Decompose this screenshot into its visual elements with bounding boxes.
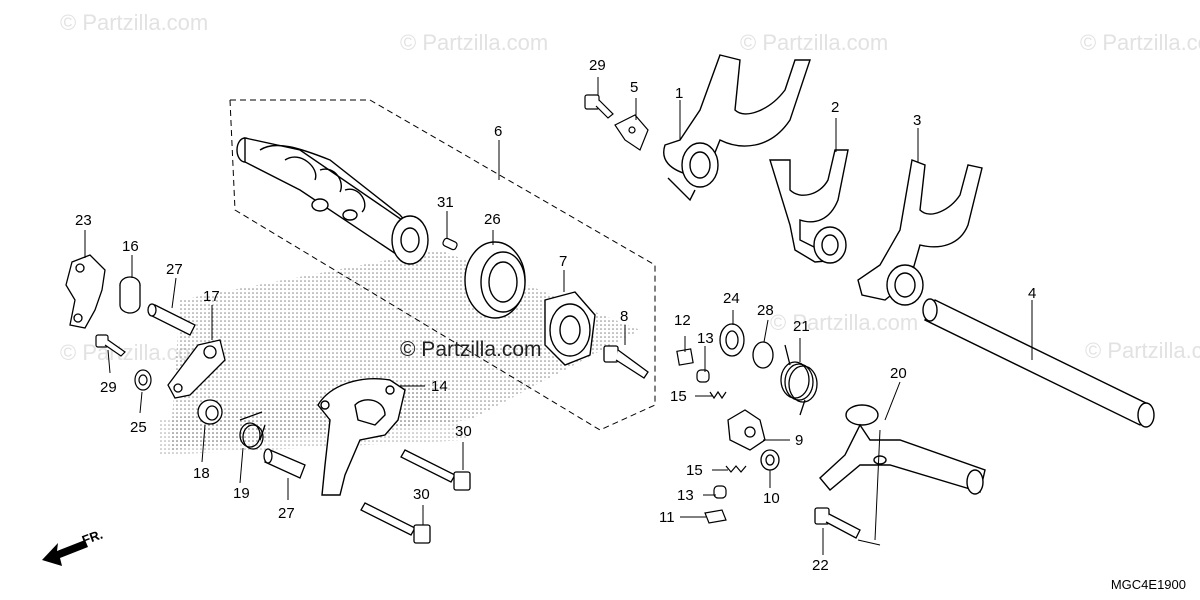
- spring-15-low: [725, 465, 747, 473]
- part-label: 8: [620, 308, 628, 325]
- part-label: 30: [413, 486, 430, 503]
- part-label: 6: [494, 123, 502, 140]
- part-label: 28: [757, 302, 774, 319]
- plate-11: [704, 509, 727, 524]
- bearing: [464, 241, 526, 319]
- part-label: 22: [812, 557, 829, 574]
- part-label: 2: [831, 99, 839, 116]
- part-label: 16: [122, 238, 139, 255]
- collar-18: [197, 399, 223, 425]
- pin-27-low: [263, 448, 306, 479]
- part-label: 9: [795, 432, 803, 449]
- pawl-plunger-low: [713, 485, 727, 499]
- arm-17: [167, 339, 226, 399]
- return-spring-21: [780, 344, 818, 416]
- part-label: 1: [675, 85, 683, 102]
- plate-23: [65, 254, 106, 329]
- watermark: © Partzilla.com: [740, 30, 889, 55]
- watermark: © Partzilla.com: [400, 30, 549, 55]
- shift-fork-2: [769, 149, 849, 264]
- bolt-8: [603, 345, 649, 379]
- center-watermark: © Partzilla.com: [400, 338, 542, 361]
- watermark: © Partzilla.com: [1080, 30, 1200, 55]
- part-label: 14: [431, 378, 448, 395]
- front-direction-arrow-icon: FR.: [42, 527, 105, 566]
- part-label: 29: [589, 57, 606, 74]
- shift-drum: [236, 137, 429, 265]
- part-label: 27: [278, 505, 295, 522]
- collar-10: [760, 449, 780, 471]
- part-label: 19: [233, 485, 250, 502]
- part-labels: 1 2 3 4 5 6 7 8 9 10 11 12 13 13 14 15 1…: [75, 57, 1036, 574]
- part-label: 15: [686, 462, 703, 479]
- circlip-28: [752, 341, 774, 369]
- return-spring-19: [239, 411, 266, 450]
- stopper-arm: [727, 409, 766, 451]
- plate-5: [614, 114, 649, 151]
- part-label: 23: [75, 212, 92, 229]
- bolt-29-top: [584, 94, 614, 119]
- collar-16: [119, 276, 141, 314]
- washer-24: [719, 323, 745, 357]
- bolt-29-left: [95, 334, 126, 357]
- part-label: 17: [203, 288, 220, 305]
- spring-15-top: [709, 390, 727, 400]
- bolt-30-top: [400, 449, 471, 491]
- part-label: 11: [659, 509, 675, 526]
- part-label: 7: [559, 253, 567, 270]
- shading-region: [170, 250, 640, 450]
- watermark: © Partzilla.com: [60, 10, 209, 35]
- part-label: 31: [437, 194, 454, 211]
- pawl-plunger-top: [696, 369, 710, 383]
- front-direction-label: FR.: [80, 527, 105, 548]
- shift-fork-1: [663, 54, 811, 202]
- part-label: 4: [1028, 285, 1036, 302]
- watermark: © Partzilla.com: [770, 310, 919, 335]
- assembly-outline: [229, 99, 656, 431]
- part-label: 5: [630, 79, 638, 96]
- part-label: 21: [793, 318, 810, 335]
- part-label: 10: [763, 490, 780, 507]
- gearshift-spindle: [819, 404, 986, 495]
- part-label: 26: [484, 211, 501, 228]
- drum-center: [544, 291, 596, 366]
- part-label: 20: [890, 365, 907, 382]
- part-label: 24: [723, 290, 740, 307]
- leader-lines: [84, 77, 1033, 555]
- part-label: 13: [677, 487, 694, 504]
- part-label: 27: [166, 261, 183, 278]
- fork-shaft: [922, 298, 1155, 428]
- watermark: © Partzilla.com: [1085, 338, 1200, 363]
- ratchet-guide: [676, 348, 694, 366]
- part-label: 18: [193, 465, 210, 482]
- part-label: 15: [670, 388, 687, 405]
- pin-27-top: [147, 303, 196, 336]
- part-label: 25: [130, 419, 147, 436]
- part-label: 29: [100, 379, 117, 396]
- dowel-pin: [442, 237, 458, 251]
- pin-bolt-22: [814, 507, 861, 539]
- bolt-30-low: [360, 502, 431, 544]
- guide-plate: [317, 378, 406, 496]
- part-label: 3: [913, 112, 921, 129]
- part-label: 12: [674, 312, 691, 329]
- diagram-code: MGC4E1900: [1110, 577, 1186, 592]
- washer-25: [134, 369, 152, 391]
- part-label: 30: [455, 423, 472, 440]
- shift-fork-3: [857, 159, 983, 306]
- part-label: 13: [697, 330, 714, 347]
